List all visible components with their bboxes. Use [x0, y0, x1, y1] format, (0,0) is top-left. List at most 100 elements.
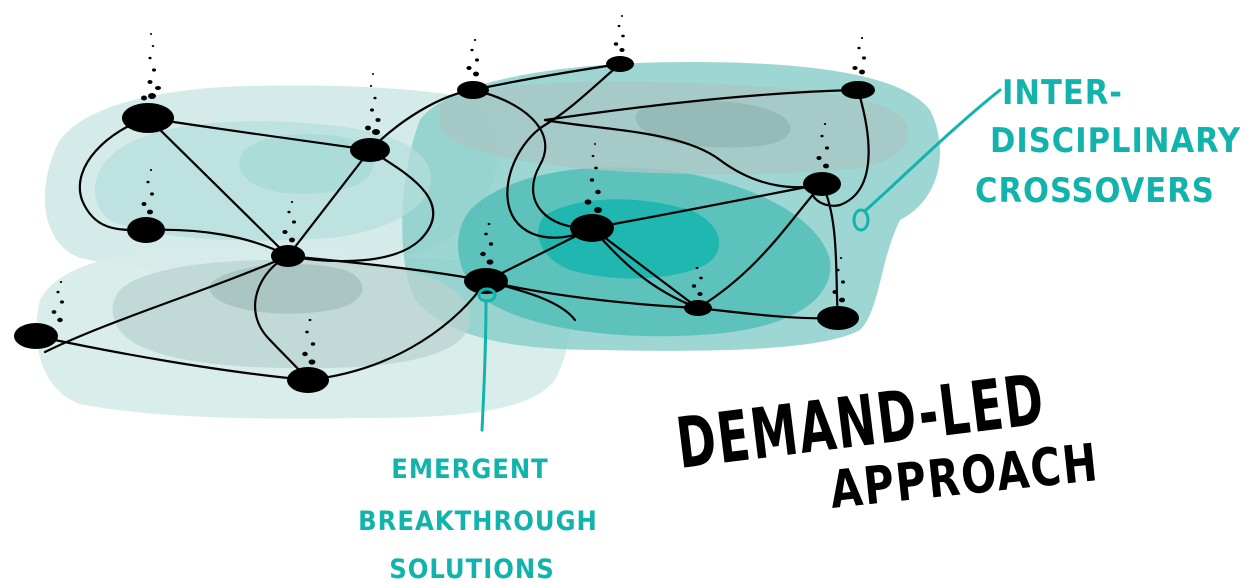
inter-label: INTER- DISCIPLINARY CROSSOVERS	[975, 73, 1241, 211]
spark-dot	[147, 80, 153, 84]
spark-dot	[152, 68, 156, 72]
spark-dot	[282, 230, 288, 234]
spark-dot	[591, 154, 595, 158]
network-nodes	[14, 56, 875, 393]
node-sparks	[51, 15, 866, 365]
link	[543, 88, 860, 122]
spark-dot	[59, 281, 63, 283]
spark-dot	[373, 96, 377, 100]
spark-dot	[287, 210, 291, 214]
link	[471, 88, 594, 230]
link	[286, 254, 488, 283]
spark-dot	[146, 180, 150, 184]
spark-dot	[473, 71, 479, 77]
spark-dot	[375, 118, 381, 122]
spark-dot	[857, 46, 861, 50]
node	[14, 323, 58, 349]
spark-dot	[823, 163, 829, 169]
spark-dot	[141, 202, 147, 206]
spark-dot	[823, 123, 827, 125]
callouts	[477, 88, 1002, 432]
title-label: DEMAND-LED APPROACH	[672, 358, 1102, 521]
spark-dot	[691, 284, 697, 288]
spark-dot	[697, 292, 703, 296]
link	[43, 254, 290, 354]
link	[543, 118, 824, 189]
spark-dot	[859, 69, 865, 75]
spark-dot	[594, 207, 602, 213]
link	[306, 279, 488, 382]
spark-dot	[617, 24, 621, 28]
link	[78, 116, 150, 232]
inter-callout-ring	[852, 208, 870, 232]
spark-dot	[302, 351, 308, 357]
spark-dot	[155, 86, 161, 90]
spark-dot	[290, 201, 294, 203]
spark-dot	[369, 85, 373, 87]
link	[253, 254, 310, 382]
link	[484, 226, 594, 283]
spark-dot	[695, 266, 699, 270]
spark-dot	[305, 330, 309, 334]
node	[127, 217, 165, 243]
link	[34, 334, 310, 382]
wash-left-inner	[94, 121, 432, 241]
link	[484, 279, 700, 310]
link	[820, 182, 840, 320]
spark-dot	[292, 220, 296, 224]
spark-dot	[310, 342, 316, 346]
emergent-label: EMERGENT BREAKTHROUGH SOLUTIONS	[358, 454, 597, 583]
spark-dot	[466, 66, 472, 70]
spark-dot	[621, 15, 623, 17]
spark-dot	[820, 134, 824, 138]
link	[590, 182, 824, 230]
spark-dot	[595, 189, 601, 195]
spark-dot	[839, 257, 843, 259]
node	[803, 172, 841, 196]
spark-dot	[372, 73, 374, 75]
node	[606, 56, 634, 72]
link	[146, 116, 290, 258]
emergent-callout-line	[480, 299, 488, 432]
node	[684, 300, 712, 316]
node	[350, 138, 390, 162]
link	[506, 62, 622, 239]
node	[841, 81, 875, 99]
node	[817, 306, 859, 330]
node	[122, 103, 174, 133]
spark-dot	[475, 58, 479, 62]
spark-dot	[699, 276, 703, 280]
spark-dot	[825, 146, 829, 150]
spark-dot	[484, 232, 488, 236]
background-washes	[36, 62, 940, 419]
wash-bottom-core	[209, 264, 363, 314]
spark-dot	[141, 95, 147, 101]
spark-dot	[372, 129, 380, 135]
spark-dot	[470, 48, 474, 52]
spark-dot	[488, 242, 494, 246]
emergent-label-line-3: SOLUTIONS	[389, 554, 554, 583]
spark-dot	[308, 359, 316, 365]
wash-bottom-grey	[112, 259, 470, 369]
spark-dot	[594, 166, 598, 170]
spark-dot	[60, 300, 64, 304]
node	[570, 214, 614, 242]
spark-dot	[480, 251, 486, 257]
spark-dot	[147, 209, 153, 215]
node	[287, 367, 329, 393]
spark-dot	[148, 56, 152, 60]
spark-dot	[365, 125, 371, 131]
spark-dot	[486, 259, 494, 265]
spark-dot	[584, 199, 592, 205]
node	[271, 245, 305, 267]
spark-dot	[473, 39, 477, 41]
link	[696, 182, 824, 310]
spark-dot	[816, 156, 822, 160]
link	[590, 226, 700, 310]
inter-label-line-2: DISCIPLINARY	[990, 121, 1241, 161]
spark-dot	[370, 108, 374, 112]
spark-dot	[852, 66, 858, 70]
spark-dot	[149, 169, 153, 171]
spark-dot	[832, 290, 838, 294]
